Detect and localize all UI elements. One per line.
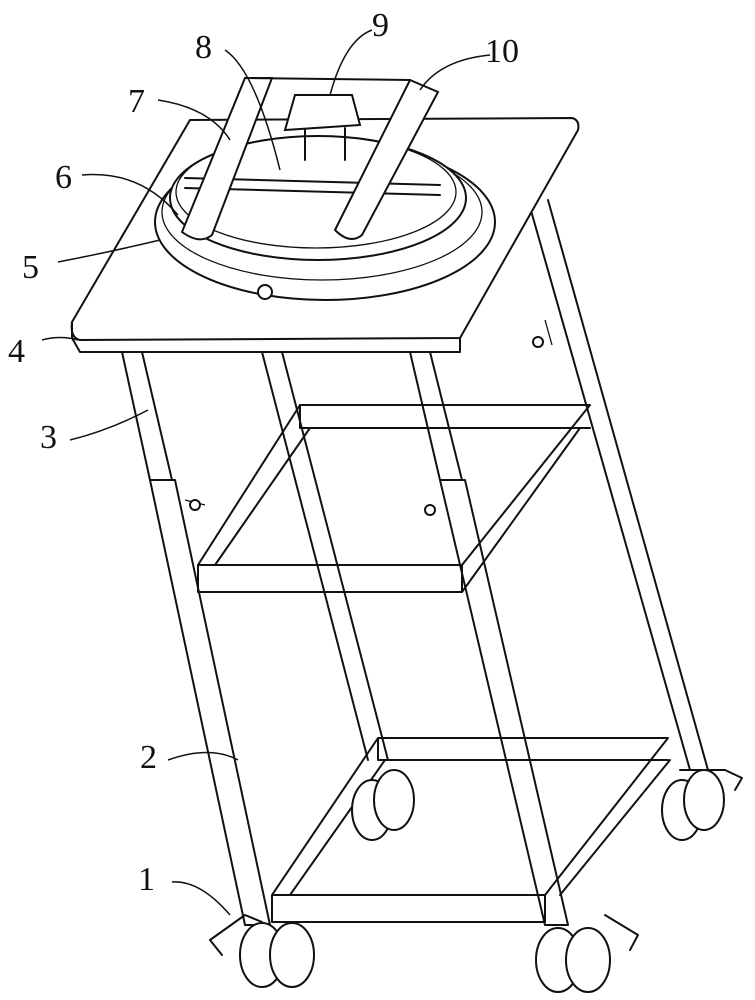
adjust-knob xyxy=(424,504,436,516)
back-left-leg xyxy=(261,351,389,761)
caster-wheels xyxy=(209,769,743,993)
label-10: 10 xyxy=(485,33,519,70)
clamp-assembly xyxy=(180,77,440,241)
label-6: 6 xyxy=(55,159,72,196)
label-5: 5 xyxy=(22,249,39,286)
adjust-knob xyxy=(189,499,201,511)
front-right-leg xyxy=(409,351,569,926)
left-clamp-arm xyxy=(180,77,274,241)
back-right-leg xyxy=(527,199,709,771)
label-1: 1 xyxy=(138,861,155,898)
label-2: 2 xyxy=(140,739,157,776)
wheel xyxy=(683,769,725,831)
label-9: 9 xyxy=(372,7,389,44)
front-left-leg xyxy=(121,351,271,926)
pressure-block xyxy=(283,94,362,132)
label-8: 8 xyxy=(195,29,212,66)
right-clamp-arm xyxy=(333,78,440,240)
wheel xyxy=(269,922,315,988)
label-3: 3 xyxy=(40,419,57,456)
lower-frame xyxy=(271,737,671,923)
wheel xyxy=(373,769,415,831)
wheel xyxy=(565,927,611,993)
label-7: 7 xyxy=(128,83,145,120)
lock-knob xyxy=(257,284,273,300)
leader-lines xyxy=(41,29,491,916)
label-4: 4 xyxy=(8,333,25,370)
upper-frame xyxy=(197,404,591,593)
adjust-knob xyxy=(532,336,544,348)
